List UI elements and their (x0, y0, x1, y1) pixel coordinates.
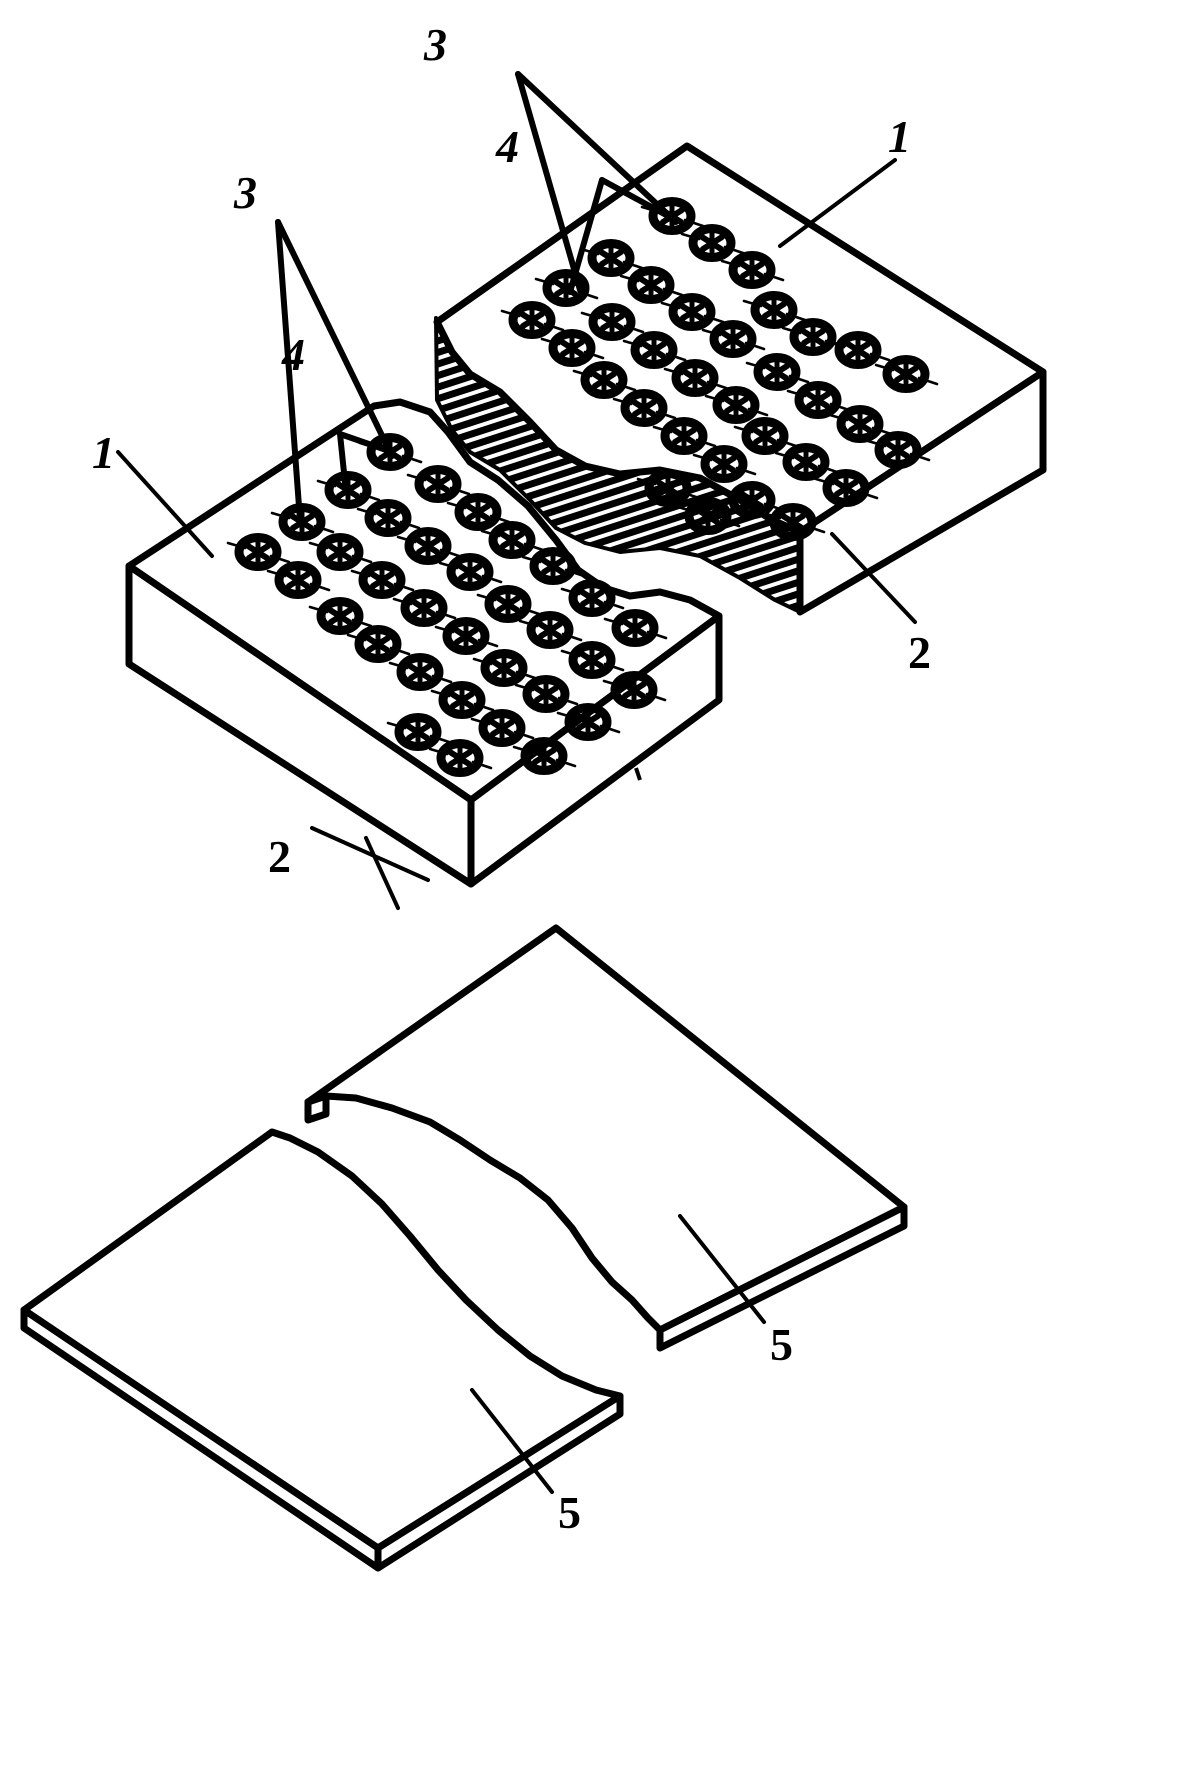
label-4-upper: 4 (495, 121, 519, 172)
label-2-upper: 2 (908, 627, 931, 678)
label-3-lower: 3 (233, 167, 257, 218)
lower-plate-pair (24, 928, 904, 1568)
plate-lower-top-face (24, 1132, 620, 1548)
label-4-lower: 4 (281, 329, 305, 380)
callout-1-upper (780, 160, 895, 246)
label-1-lower: 1 (92, 427, 115, 478)
stray-tick-mark (636, 768, 640, 780)
label-2-lower: 2 (268, 831, 291, 882)
label-1-upper: 1 (888, 111, 911, 162)
label-5-upper: 5 (770, 1319, 793, 1370)
label-5-lower: 5 (558, 1487, 581, 1538)
label-3-upper: 3 (423, 19, 447, 70)
